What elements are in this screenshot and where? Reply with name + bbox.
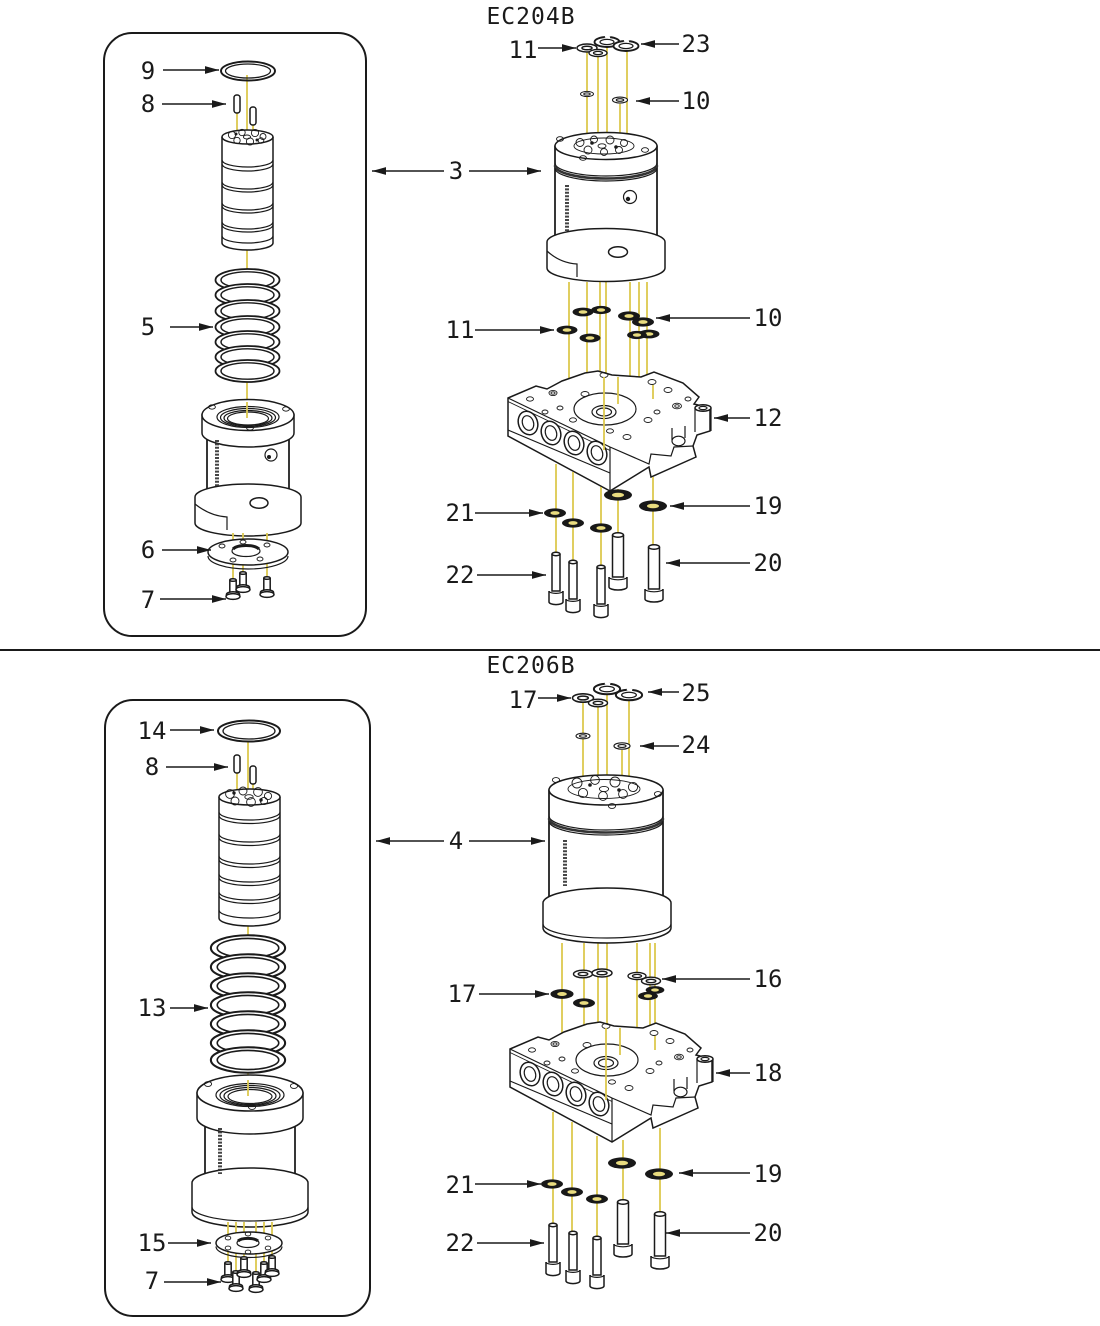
callout: 22 — [446, 1229, 544, 1257]
base-plate — [215, 1231, 283, 1259]
callout: 16 — [662, 965, 782, 993]
callout: 3 — [372, 157, 541, 185]
callout: 9 — [141, 57, 219, 85]
callout: 11 — [509, 36, 576, 64]
assembly-title: EC206B — [486, 653, 575, 679]
svg-text:5: 5 — [141, 313, 155, 341]
svg-text:7: 7 — [141, 586, 155, 614]
svg-text:16: 16 — [754, 965, 783, 993]
callout: 18 — [716, 1059, 782, 1087]
svg-text:13: 13 — [138, 994, 167, 1022]
seal-ring-stack — [214, 268, 281, 383]
callout: 23 — [641, 30, 710, 58]
callout: 4 — [376, 827, 545, 855]
callout: 7 — [141, 586, 226, 614]
valve-cartridge-stack — [218, 786, 281, 927]
callout: 22 — [446, 561, 546, 589]
callout: 6 — [141, 536, 211, 564]
svg-text:10: 10 — [682, 87, 711, 115]
svg-text:8: 8 — [141, 90, 155, 118]
valve-cartridge-stack — [221, 128, 274, 251]
svg-text:10: 10 — [754, 304, 783, 332]
o-ring — [217, 719, 281, 743]
svg-text:8: 8 — [145, 753, 159, 781]
callout: 17 — [448, 980, 549, 1008]
callout: 25 — [648, 679, 710, 707]
svg-text:18: 18 — [754, 1059, 783, 1087]
svg-text:24: 24 — [682, 731, 711, 759]
callout: 8 — [141, 90, 226, 118]
svg-text:17: 17 — [509, 686, 538, 714]
svg-text:14: 14 — [138, 717, 167, 745]
valve-cartridge-box — [103, 32, 367, 637]
callout: 19 — [679, 1160, 782, 1188]
callouts: 14 8 13 15 7 4 17 25 24 17 16 18 21 19 2… — [138, 679, 783, 1295]
svg-text:20: 20 — [754, 549, 783, 577]
valve-body — [191, 1074, 309, 1228]
svg-text:15: 15 — [138, 1229, 167, 1257]
svg-text:3: 3 — [449, 157, 463, 185]
svg-text:6: 6 — [141, 536, 155, 564]
callout: 21 — [446, 1171, 541, 1199]
callout: 17 — [509, 686, 571, 714]
svg-text:22: 22 — [446, 561, 475, 589]
svg-text:9: 9 — [141, 57, 155, 85]
callout: 15 — [138, 1229, 211, 1257]
callout: 20 — [666, 1219, 782, 1247]
svg-text:11: 11 — [509, 36, 538, 64]
svg-text:12: 12 — [754, 404, 783, 432]
callout: 24 — [640, 731, 710, 759]
svg-text:22: 22 — [446, 1229, 475, 1257]
assembly-ec204b: EC204B — [103, 4, 783, 637]
callout: 11 — [446, 316, 554, 344]
svg-text:25: 25 — [682, 679, 711, 707]
seal-ring-stack — [209, 934, 287, 1074]
svg-text:11: 11 — [446, 316, 475, 344]
svg-text:19: 19 — [754, 1160, 783, 1188]
svg-text:23: 23 — [682, 30, 711, 58]
callout: 10 — [656, 304, 782, 332]
callout: 7 — [145, 1267, 221, 1295]
actuator-cylinder — [542, 774, 672, 944]
callout: 19 — [670, 492, 782, 520]
svg-text:21: 21 — [446, 1171, 475, 1199]
o-ring — [220, 60, 276, 82]
callout: 21 — [446, 499, 543, 527]
callout: 13 — [138, 994, 208, 1022]
svg-text:19: 19 — [754, 492, 783, 520]
callout: 14 — [138, 717, 214, 745]
svg-text:20: 20 — [754, 1219, 783, 1247]
valve-body — [194, 398, 302, 537]
callout: 12 — [714, 404, 782, 432]
callout: 5 — [141, 313, 213, 341]
assembly-title: EC204B — [486, 4, 575, 30]
callout: 10 — [636, 87, 710, 115]
svg-text:4: 4 — [449, 827, 463, 855]
callouts: 9 8 5 6 7 3 11 23 10 11 10 12 21 19 22 2… — [141, 30, 783, 614]
callout: 20 — [666, 549, 782, 577]
assembly-ec206b: EC206B — [104, 653, 783, 1317]
svg-text:17: 17 — [448, 980, 477, 1008]
svg-text:21: 21 — [446, 499, 475, 527]
callout: 8 — [145, 753, 228, 781]
actuator-cylinder — [546, 131, 666, 283]
svg-text:7: 7 — [145, 1267, 159, 1295]
valve-cartridge-box — [104, 699, 371, 1317]
